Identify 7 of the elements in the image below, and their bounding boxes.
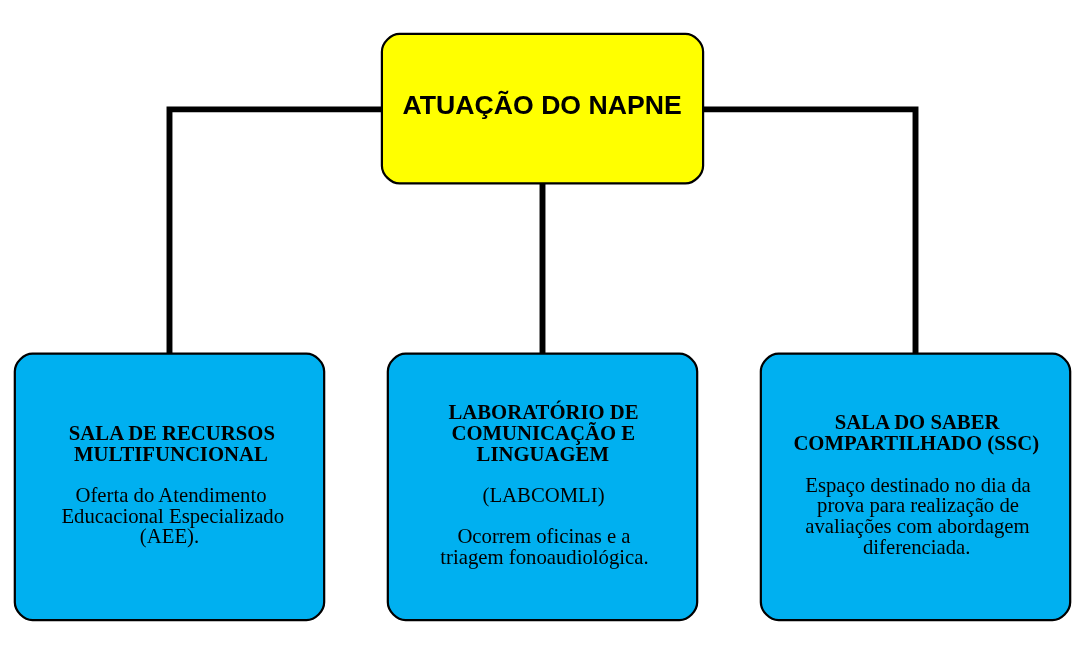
connector — [539, 183, 546, 353]
node-box: SALA DE RECURSOS MULTIFUNCIONAL Oferta do Atendimento Educacional Especializado (AEE). — [13, 352, 326, 621]
node-box: SALA DO SABER COMPARTILHADO (SSC) Espaço destinado no dia da prova para realização de avaliações com abordagem diferenciada. — [759, 352, 1072, 621]
connector — [703, 105, 919, 353]
node-box: LABORATÓRIO DE COMUNICAÇÃO E LINGUAGEM (LABCOMLI) Ocorrem oficinas e a triagem fonoaudiológica. — [386, 352, 699, 621]
connector — [166, 105, 382, 353]
node-box: ATUAÇÃO DO NAPNE — [380, 32, 705, 185]
